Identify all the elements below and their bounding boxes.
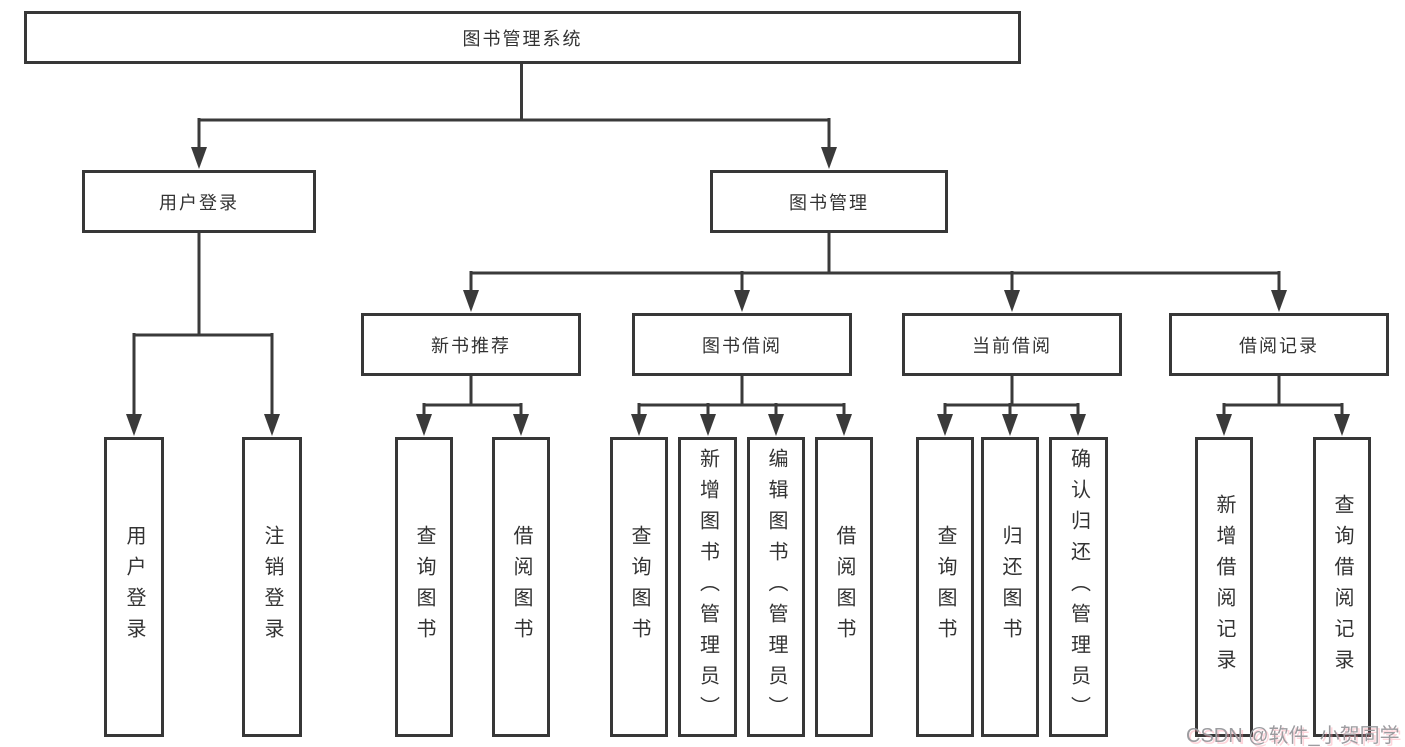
node-label: 借阅记录 (1239, 335, 1319, 356)
node-label: 图书管理 (789, 192, 869, 213)
node-label: 新书推荐 (431, 335, 511, 356)
node-label: 用户登录 (123, 525, 145, 649)
node-label: 借阅图书 (510, 525, 532, 649)
node-label: 新增图书（管理员） (696, 447, 719, 727)
leaf-add-borrow-record: 新增借阅记录 (1195, 437, 1253, 737)
leaf-query-borrow-record: 查询借阅记录 (1313, 437, 1371, 737)
node-new-book-recommend: 新书推荐 (361, 313, 581, 376)
leaf-borrow-books: 借阅图书 (815, 437, 873, 737)
node-label: 查询图书 (413, 525, 435, 649)
leaf-edit-book-admin: 编辑图书（管理员） (747, 437, 805, 737)
leaf-query-books-current: 查询图书 (916, 437, 974, 737)
leaf-add-book-admin: 新增图书（管理员） (678, 437, 737, 737)
leaf-user-login: 用户登录 (104, 437, 164, 737)
node-label: 当前借阅 (972, 335, 1052, 356)
leaf-logout: 注销登录 (242, 437, 302, 737)
node-book-borrowing: 图书借阅 (632, 313, 852, 376)
node-book-management: 图书管理 (710, 170, 948, 233)
node-label: 归还图书 (999, 525, 1021, 649)
csdn-watermark: CSDN @软件_小贺同学 (1186, 725, 1400, 747)
node-label: 图书管理系统 (462, 28, 583, 49)
node-label: 图书借阅 (702, 335, 782, 356)
leaf-return-book: 归还图书 (981, 437, 1039, 737)
node-label: 查询借阅记录 (1331, 494, 1353, 680)
node-label: 用户登录 (159, 192, 239, 213)
node-label: 借阅图书 (833, 525, 855, 649)
leaf-query-books-borrow: 查询图书 (610, 437, 668, 737)
leaf-query-books-recommend: 查询图书 (395, 437, 453, 737)
node-label: 新增借阅记录 (1213, 494, 1235, 680)
node-label: 查询图书 (934, 525, 956, 649)
node-label: 确认归还（管理员） (1067, 447, 1090, 727)
node-current-borrowing: 当前借阅 (902, 313, 1122, 376)
leaf-confirm-return-admin: 确认归还（管理员） (1049, 437, 1108, 737)
node-label: 查询图书 (628, 525, 650, 649)
node-borrowing-records: 借阅记录 (1169, 313, 1389, 376)
node-user-login: 用户登录 (82, 170, 316, 233)
node-library-management-system: 图书管理系统 (24, 11, 1021, 64)
node-label: 编辑图书（管理员） (765, 447, 787, 727)
leaf-borrow-books-recommend: 借阅图书 (492, 437, 550, 737)
node-label: 注销登录 (261, 525, 283, 649)
